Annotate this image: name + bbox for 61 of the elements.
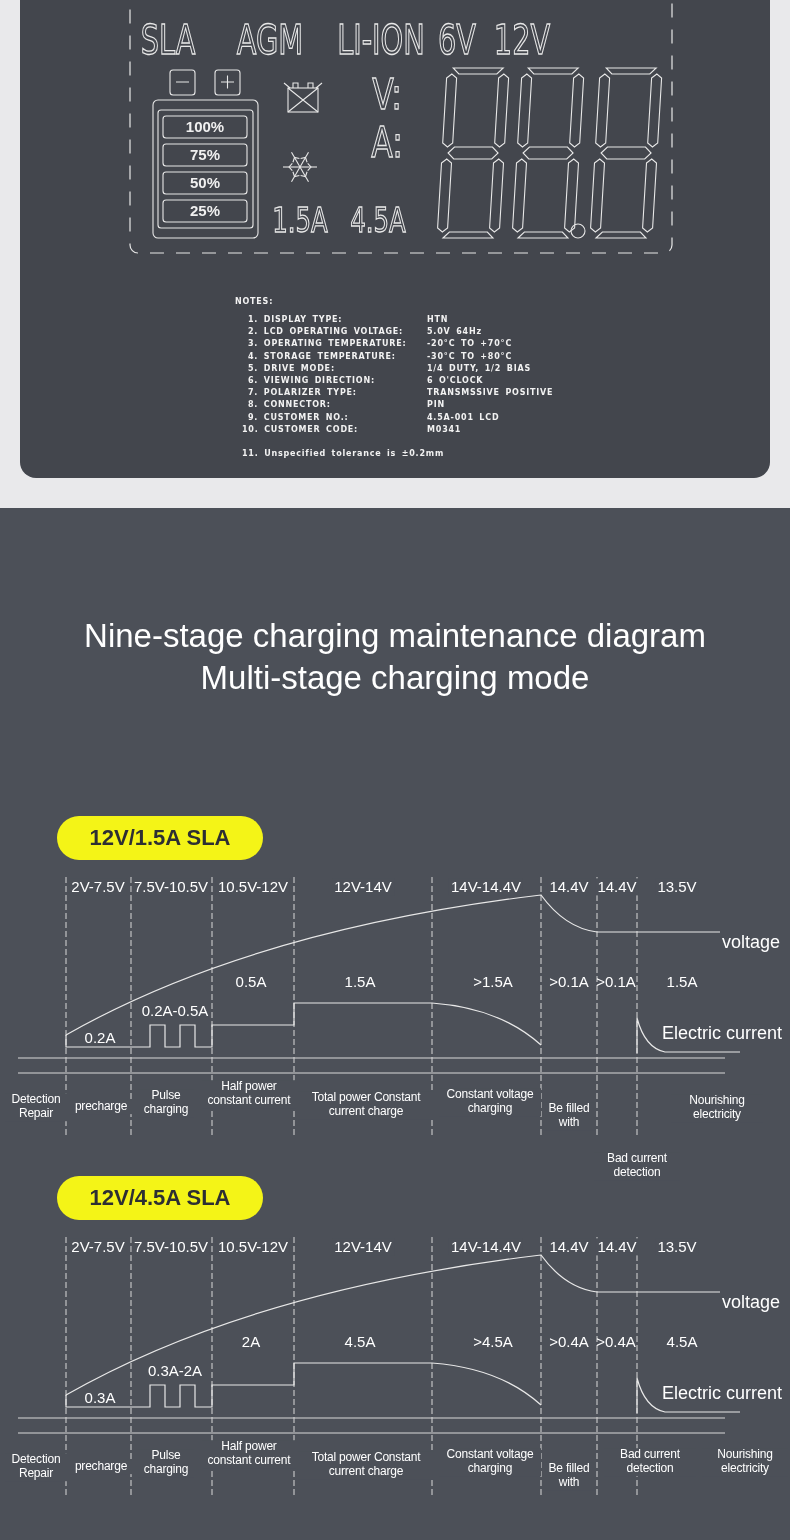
current-value-label: >0.4A xyxy=(549,1333,589,1351)
battery-level-label: 25% xyxy=(190,202,220,220)
current-value-label: >0.1A xyxy=(549,973,589,991)
lcd-segment-label: SLA xyxy=(140,17,196,63)
current-value-label: 0.3A xyxy=(84,1389,116,1407)
current-value-label: 1.5A xyxy=(344,973,376,991)
voltage-range-label: 14.4V xyxy=(595,1238,639,1256)
note-label: 6. VIEWING DIRECTION: xyxy=(248,376,375,386)
subtitle: Multi-stage charging mode xyxy=(200,659,590,697)
voltage-range-label: 14.4V xyxy=(595,878,639,896)
note-label: 7. POLARIZER TYPE: xyxy=(248,388,357,398)
note-label: 10. CUSTOMER CODE: xyxy=(242,425,359,435)
note-value: 6 O'CLOCK xyxy=(427,376,484,386)
note-text: 11. Unspecified tolerance is ±0.2mm xyxy=(242,449,445,459)
note-value: 1/4 DUTY, 1/2 BIAS xyxy=(427,364,531,374)
current-value-label: 0.2A xyxy=(84,1029,116,1047)
model-badge: 12V/4.5A SLA xyxy=(57,1176,263,1220)
current-value-label: >0.1A xyxy=(596,973,636,991)
curve-label: Electric current xyxy=(662,1022,782,1044)
current-value-label: 2A xyxy=(241,1333,261,1351)
note-value: TRANSMSSIVE POSITIVE xyxy=(427,388,554,398)
current-value-label: >0.4A xyxy=(596,1333,636,1351)
title: Nine-stage charging maintenance diagram xyxy=(84,617,706,655)
lcd-segment-label: V: xyxy=(372,70,402,120)
lcd-segment-label: 1.5A xyxy=(272,201,328,241)
notes-heading: NOTES: xyxy=(235,297,274,307)
lcd-segment-label: AGM xyxy=(236,17,304,63)
lcd-segment-label: A: xyxy=(371,118,403,168)
lcd-segment-label: LI-ION xyxy=(337,17,425,63)
note-value: -30°C TO +80°C xyxy=(427,352,513,362)
note-label: 2. LCD OPERATING VOLTAGE: xyxy=(248,327,403,337)
lcd-segment-label: 12V xyxy=(493,17,551,63)
current-value-label: 4.5A xyxy=(344,1333,376,1351)
current-value-label: 0.3A-2A xyxy=(147,1362,203,1380)
note-label: 3. OPERATING TEMPERATURE: xyxy=(248,339,407,349)
current-value-label: >4.5A xyxy=(473,1333,513,1351)
current-value-label: 1.5A xyxy=(666,973,698,991)
current-value-label: 4.5A xyxy=(666,1333,698,1351)
lcd-segment-label: 6V xyxy=(438,17,476,63)
curve-label: voltage xyxy=(722,931,780,953)
model-badge: 12V/1.5A SLA xyxy=(57,816,263,860)
battery-level-label: 100% xyxy=(185,118,225,136)
current-value-label: >1.5A xyxy=(473,973,513,991)
battery-level-label: 75% xyxy=(190,146,220,164)
note-value: 4.5A-001 LCD xyxy=(427,413,500,423)
curve-label: voltage xyxy=(722,1291,780,1313)
current-value-label: 0.5A xyxy=(235,973,267,991)
note-label: 8. CONNECTOR: xyxy=(248,400,331,410)
note-label: 5. DRIVE MODE: xyxy=(248,364,335,374)
note-value: M0341 xyxy=(427,425,462,435)
current-value-label: 0.2A-0.5A xyxy=(141,1002,209,1020)
curve-label: Electric current xyxy=(662,1382,782,1404)
note-value: HTN xyxy=(427,315,449,325)
battery-level-label: 50% xyxy=(190,174,220,192)
lcd-segment-label: 4.5A xyxy=(350,201,406,241)
note-label: 1. DISPLAY TYPE: xyxy=(248,315,343,325)
note-value: 5.0V 64Hz xyxy=(427,327,482,337)
note-value: PIN xyxy=(427,400,445,410)
note-label: 4. STORAGE TEMPERATURE: xyxy=(248,352,396,362)
note-value: -20°C TO +70°C xyxy=(427,339,513,349)
note-label: 9. CUSTOMER NO.: xyxy=(248,413,349,423)
